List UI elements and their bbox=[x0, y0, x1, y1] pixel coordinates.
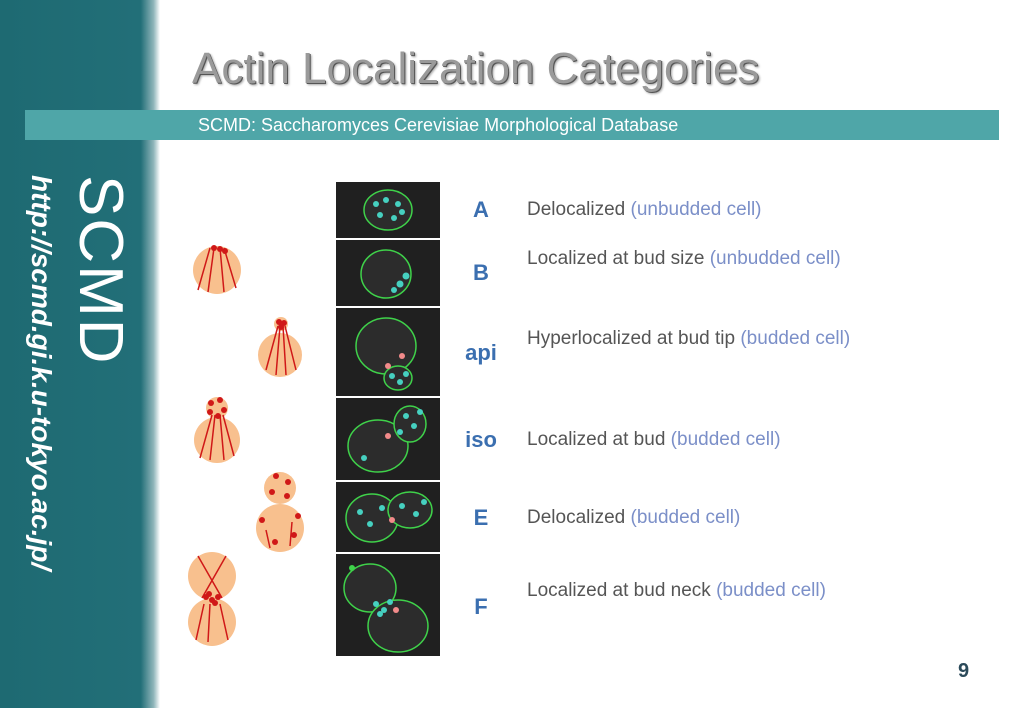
micrograph-strip bbox=[336, 182, 440, 656]
subtitle: SCMD: Saccharomyces Cerevisiae Morpholog… bbox=[198, 115, 679, 135]
diagram-delocalized-budded-cell bbox=[256, 472, 304, 552]
diagram-bud-neck-cell bbox=[188, 552, 236, 646]
category-code: E bbox=[473, 505, 489, 530]
category-code: iso bbox=[465, 427, 497, 452]
micrograph-b bbox=[336, 240, 440, 308]
category-code: F bbox=[474, 594, 488, 619]
sidebar: SCMD http://scmd.gi.k.u-tokyo.ac.jp/ bbox=[0, 0, 160, 708]
diagram-unbudded-cell bbox=[193, 245, 241, 294]
category-note: (unbudded cell) bbox=[630, 199, 762, 220]
category-description: Localized at bud (budded cell) bbox=[527, 427, 867, 453]
category-note: (budded cell) bbox=[630, 507, 741, 528]
cell-diagrams bbox=[188, 245, 304, 646]
diagram-bud-tip-cell bbox=[258, 317, 302, 377]
category-label: Localized at bud size bbox=[527, 248, 705, 269]
category-note: (unbudded cell) bbox=[709, 248, 841, 269]
category-label: Localized at bud bbox=[527, 429, 666, 450]
micrograph-e bbox=[336, 482, 440, 554]
category-note: (budded cell) bbox=[670, 429, 781, 450]
category-description: Localized at bud neck (budded cell) bbox=[527, 578, 867, 604]
micrograph-api bbox=[336, 308, 440, 398]
micrograph-a bbox=[336, 182, 440, 240]
category-note: (budded cell) bbox=[716, 580, 826, 601]
subtitle-bar: SCMD: Saccharomyces Cerevisiae Morpholog… bbox=[25, 110, 999, 140]
sidebar-url[interactable]: http://scmd.gi.k.u-tokyo.ac.jp/ bbox=[26, 175, 57, 571]
category-description: Localized at bud size (unbudded cell) bbox=[527, 246, 867, 272]
category-code: api bbox=[465, 340, 497, 365]
category-label: Hyperlocalized at bud tip bbox=[527, 328, 736, 349]
category-code: B bbox=[473, 260, 489, 285]
diagram-bud-cell bbox=[194, 397, 240, 463]
category-label: Localized at bud neck bbox=[527, 580, 711, 601]
category-label: Delocalized bbox=[527, 507, 626, 528]
category-note: (budded cell) bbox=[740, 328, 851, 349]
category-label: Delocalized bbox=[527, 199, 626, 220]
category-code: A bbox=[473, 197, 489, 222]
category-description: Delocalized (budded cell) bbox=[527, 505, 867, 531]
category-description: Hyperlocalized at bud tip (budded cell) bbox=[527, 326, 867, 352]
micrograph-f bbox=[336, 554, 440, 656]
sidebar-text: SCMD http://scmd.gi.k.u-tokyo.ac.jp/ bbox=[15, 175, 135, 595]
category-description: Delocalized (unbudded cell) bbox=[527, 197, 867, 223]
page-number: 9 bbox=[958, 660, 970, 682]
page-title: Actin Localization Categories bbox=[192, 44, 760, 93]
sidebar-brand: SCMD bbox=[66, 175, 135, 366]
micrograph-iso bbox=[336, 398, 440, 482]
